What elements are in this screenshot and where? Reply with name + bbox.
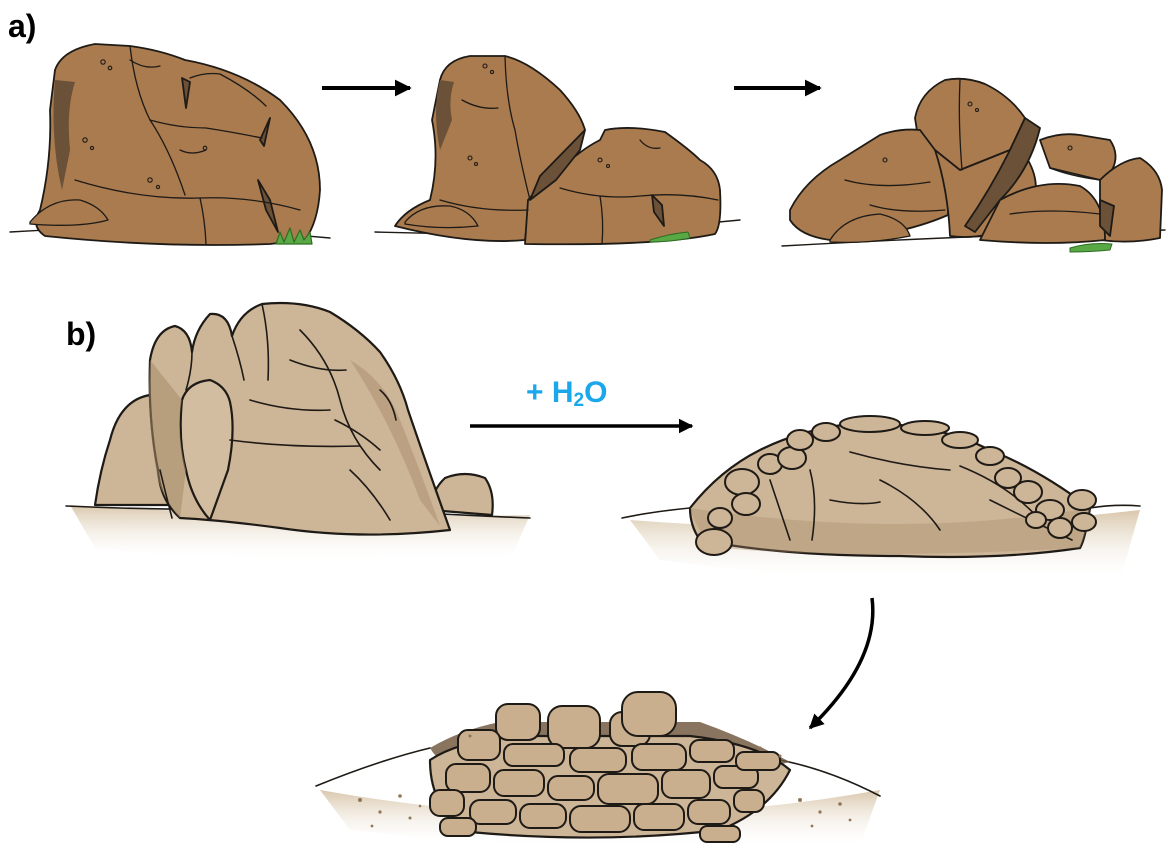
panel-b-label: b) bbox=[66, 318, 96, 350]
block-right bbox=[1040, 134, 1116, 180]
ground-line bbox=[1090, 505, 1140, 508]
panel-b-tor bbox=[316, 692, 880, 848]
panel-a-stage-2 bbox=[375, 56, 740, 244]
panel-b-outcrop bbox=[66, 303, 530, 562]
grass bbox=[1070, 244, 1112, 253]
ground-line bbox=[622, 508, 690, 518]
reagent-label: + H2O bbox=[526, 376, 607, 411]
panel-a-label: a) bbox=[8, 10, 36, 42]
tor-blocks bbox=[430, 692, 780, 842]
panel-a-stage-1 bbox=[10, 44, 330, 245]
panel-b-rounded-mound bbox=[622, 416, 1140, 583]
panel-a-stage-3 bbox=[782, 79, 1165, 252]
arrow-b2 bbox=[810, 598, 873, 728]
